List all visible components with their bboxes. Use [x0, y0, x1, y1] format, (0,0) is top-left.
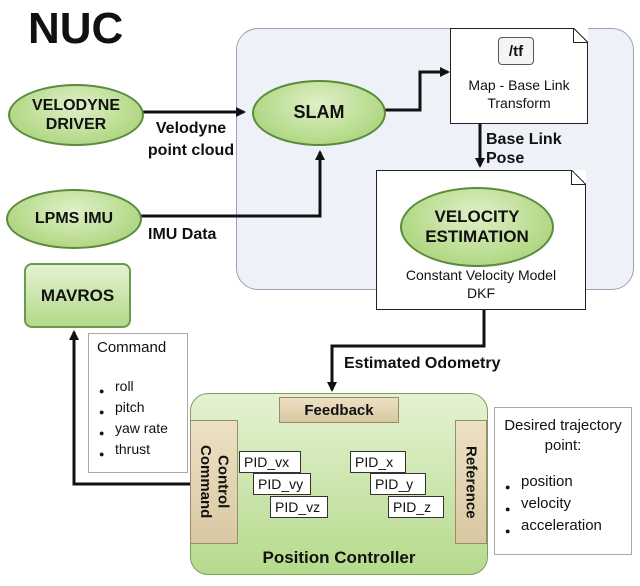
- edge-controller-to-mavros: [69, 330, 206, 486]
- lpms-imu-label: LPMS IMU: [34, 210, 114, 228]
- position-controller-region: Position Controller: [190, 393, 488, 575]
- position-controller-title: Position Controller: [262, 548, 416, 567]
- pid-x-block: PID_x: [350, 451, 406, 473]
- command-heading: Command: [97, 339, 167, 356]
- tf-topic-badge: /tf: [498, 37, 534, 65]
- feedback-tab: Feedback: [279, 397, 399, 423]
- velodyne-driver-label: VELODYNE DRIVER: [31, 96, 120, 133]
- doc-fold-corner: [573, 28, 588, 43]
- doc-fold-corner: [571, 170, 586, 185]
- lpms-imu-node: LPMS IMU: [6, 189, 142, 249]
- control-command-tab: Control Command: [190, 420, 238, 544]
- desired-trajectory-box: Desired trajectory point: position veloc…: [494, 407, 632, 555]
- pid-vy-block: PID_vy: [253, 473, 311, 495]
- edge-imu-to-slam: [140, 150, 325, 218]
- desired-heading: Desired trajectory point:: [504, 417, 622, 454]
- velocity-estimation-label: VELOCITY ESTIMATION: [425, 206, 529, 246]
- desired-item: velocity: [505, 493, 631, 520]
- estimated-odometry-label: Estimated Odometry: [344, 355, 501, 372]
- reference-label: Reference: [462, 445, 480, 519]
- tf-caption: Map - Base Link Transform: [468, 77, 570, 111]
- desired-item: position: [505, 471, 631, 498]
- velodyne-driver-node: VELODYNE DRIVER: [8, 84, 144, 146]
- desired-list: position velocity acceleration: [505, 471, 631, 542]
- diagram-title: NUC: [28, 4, 124, 53]
- velocity-model-label: Constant Velocity Model: [405, 267, 557, 283]
- slam-node: SLAM: [252, 80, 386, 146]
- mavros-node: MAVROS: [24, 263, 131, 328]
- command-item: thrust: [99, 439, 187, 465]
- control-command-label: Control Command: [197, 445, 232, 519]
- command-list: roll pitch yaw rate thrust: [99, 376, 187, 465]
- pid-vx-block: PID_vx: [239, 451, 301, 473]
- desired-item: acceleration: [505, 515, 631, 542]
- velocity-filter-label: DKF: [467, 285, 495, 301]
- command-box: Command roll pitch yaw rate thrust: [88, 333, 188, 473]
- imu-data-label: IMU Data: [148, 226, 217, 243]
- edge-velocity-to-controller: [327, 308, 486, 392]
- pid-y-block: PID_y: [370, 473, 426, 495]
- mavros-label: MAVROS: [40, 285, 115, 305]
- slam-label: SLAM: [293, 102, 345, 123]
- velodyne-cloud-label: Velodyne point cloud: [147, 120, 235, 159]
- pid-vz-block: PID_vz: [270, 496, 328, 518]
- command-item: pitch: [99, 397, 187, 423]
- reference-tab: Reference: [455, 420, 487, 544]
- pid-z-block: PID_z: [388, 496, 444, 518]
- velocity-estimation-node: VELOCITY ESTIMATION: [400, 187, 554, 267]
- edge-slam-to-tf: [382, 67, 450, 112]
- command-item: yaw rate: [99, 418, 187, 444]
- command-item: roll: [99, 376, 187, 402]
- base-link-pose-label: Base Link Pose: [486, 131, 562, 168]
